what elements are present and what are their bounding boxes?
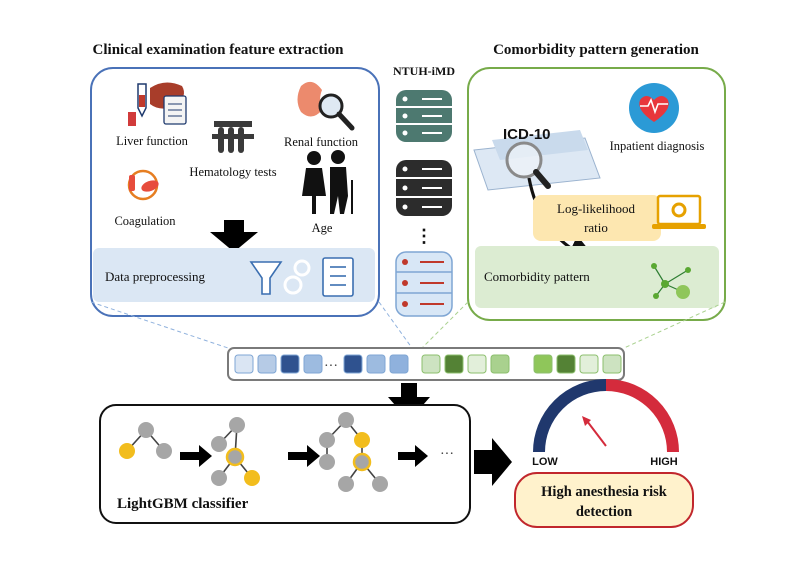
tree-node [352, 452, 372, 472]
risk-arrow-icon [474, 438, 512, 486]
risk-gauge [533, 379, 679, 453]
comorbidity-pattern-label: Comorbidity pattern [484, 269, 590, 284]
connector-right-outer [623, 301, 726, 349]
database-title: NTUH-iMD [393, 64, 455, 78]
coagulation-icon [127, 169, 159, 201]
tree-node [211, 436, 227, 452]
log-likelihood-label: Log-likelihood [557, 201, 635, 216]
tree-arrow-2-icon [288, 445, 320, 467]
tree-node [354, 432, 370, 448]
test-tubes-icon [212, 121, 254, 153]
gauge-needle [586, 420, 607, 447]
comorbidity-section-title: Comorbidity pattern generation [493, 42, 699, 58]
funnel-icon [249, 261, 283, 295]
server-middle-icon [396, 160, 452, 216]
lightgbm-label: LightGBM classifier [117, 496, 249, 512]
kidney-magnifier-icon [297, 81, 355, 131]
renal-function-label: Renal function [284, 135, 359, 149]
database-ellipsis: ⋮ [415, 226, 433, 246]
server-top-icon [396, 90, 452, 142]
coagulation-label: Coagulation [114, 214, 176, 228]
risk-detection-box [514, 472, 694, 528]
icd-label: ICD-10 [503, 126, 551, 143]
network-graph-icon [651, 263, 691, 299]
clinical-section-title: Clinical examination feature extraction [93, 42, 345, 58]
tree-node [225, 447, 245, 467]
vector-cell-comorbidity [444, 354, 464, 374]
laptop-gear-icon [652, 194, 706, 229]
data-preprocessing-label: Data preprocessing [105, 269, 205, 284]
vector-cell-clinical [303, 354, 323, 374]
model-panel [99, 404, 471, 524]
vector-cell-comorbidity [467, 354, 487, 374]
connector-right-inner [421, 301, 469, 349]
tree-node [319, 454, 335, 470]
log-likelihood-box [533, 195, 661, 241]
decision-trees [119, 412, 388, 492]
vector-down-arrow-icon [388, 383, 430, 421]
vector-cell-clinical [257, 354, 277, 374]
vector-cell-clinical [343, 354, 363, 374]
vector-cell-clinical [234, 354, 254, 374]
tree-ellipsis: ··· [440, 447, 454, 462]
elderly-couple-icon [302, 150, 353, 214]
magnifier-icon [505, 141, 551, 189]
tree-arrow-1-icon [180, 445, 212, 467]
hematology-tests-label: Hematology tests [189, 165, 276, 179]
vector-cell-comorbidity [490, 354, 510, 374]
liver-icon [128, 82, 187, 126]
risk-line-1: High anesthesia risk [541, 484, 668, 500]
risk-line-2: detection [576, 504, 632, 520]
vector-cell-comorbidity [533, 354, 553, 374]
gauge-low-arc [533, 379, 607, 453]
tree-node [319, 432, 335, 448]
tree-node [338, 412, 354, 428]
liver-function-label: Liver function [116, 134, 189, 148]
tree-node [138, 422, 154, 438]
tree-node [229, 417, 245, 433]
vector-cell-clinical [280, 354, 300, 374]
tree-node [119, 443, 135, 459]
ratio-label: ratio [584, 220, 608, 235]
tree-node [211, 470, 227, 486]
vector-cell-clinical [366, 354, 386, 374]
vector-cell-comorbidity [602, 354, 622, 374]
checklist-icon [322, 257, 354, 297]
tree-node [156, 443, 172, 459]
tree-arrow-3-icon [398, 445, 428, 467]
server-bottom-icon [395, 251, 453, 317]
tree-node [244, 470, 260, 486]
inpatient-diagnosis-label: Inpatient diagnosis [610, 139, 705, 153]
down-arrow-icon [210, 220, 258, 252]
gauge-high-label: HIGH [650, 456, 678, 468]
tree-node [338, 476, 354, 492]
vector-cell-comorbidity [421, 354, 441, 374]
age-label: Age [312, 221, 333, 235]
connector-left-inner [378, 301, 413, 349]
gauge-low-label: LOW [532, 456, 558, 468]
gears-icon [283, 259, 311, 295]
vector-cell-comorbidity [579, 354, 599, 374]
feature-vector-cells [234, 354, 622, 374]
vector-ellipsis: ··· [324, 359, 338, 374]
heart-monitor-icon [629, 83, 679, 133]
tree-node [372, 476, 388, 492]
connector-left-outer [90, 301, 229, 349]
vector-cell-comorbidity [556, 354, 576, 374]
gauge-high-arc [605, 379, 679, 453]
vector-cell-clinical [389, 354, 409, 374]
